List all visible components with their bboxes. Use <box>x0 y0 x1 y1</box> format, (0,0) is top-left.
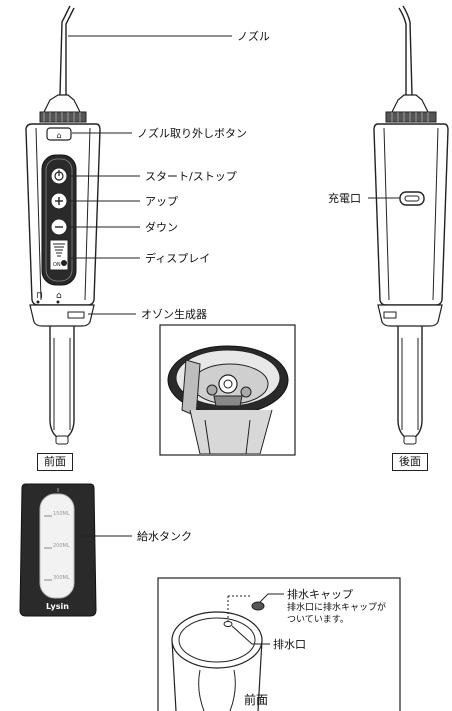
label-down: ダウン <box>145 221 178 234</box>
svg-text:⊓: ⊓ <box>36 291 43 301</box>
tank-mark-1: 150ML <box>53 511 70 517</box>
tank-mark-2: 200ML <box>53 543 70 549</box>
drain-cap-note-line2: ついています。 <box>287 615 349 625</box>
brand-logo: Lysin <box>46 602 69 611</box>
svg-text:⌂: ⌂ <box>56 291 62 301</box>
label-ozone-generator: オゾン生成器 <box>141 308 207 321</box>
label-drain-port: 排水口 <box>273 638 306 651</box>
drain-cap-note-line1: 排水口に排水キャップが <box>287 603 387 613</box>
label-nozzle-release-button: ノズル取り外しボタン <box>137 127 247 140</box>
caption-front: 前面 <box>37 453 73 471</box>
label-display: ディスプレイ <box>145 252 211 265</box>
svg-text:⌂: ⌂ <box>56 131 61 140</box>
caption-tank-front: 前面 <box>244 693 269 707</box>
label-drain-cap: 排水キャップ <box>287 588 353 601</box>
label-nozzle: ノズル <box>237 30 270 43</box>
label-up: アップ <box>145 195 178 208</box>
label-water-tank: 給水タンク <box>137 530 192 543</box>
label-charge-port: 充電口 <box>328 192 361 205</box>
label-start-stop: スタート/ストップ <box>145 170 237 183</box>
svg-text:ON: ON <box>53 262 61 268</box>
tank-mark-3: 300ML <box>53 575 70 581</box>
caption-back: 後面 <box>392 453 428 471</box>
